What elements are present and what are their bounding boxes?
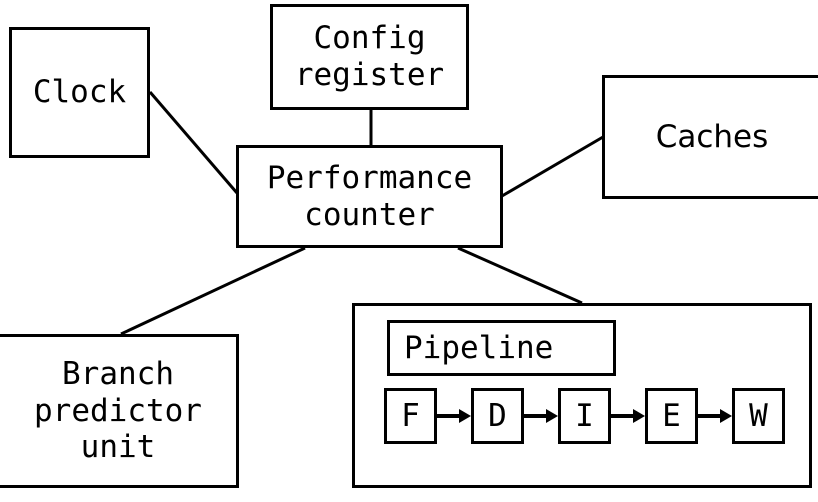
pipeline-stage-decode[interactable]: D [471, 388, 524, 444]
pipeline-stage-fetch[interactable]: F [384, 388, 437, 444]
edge-performance-counter-to-branch-predictor-unit [120, 246, 306, 336]
pipeline-stage-writeback[interactable]: W [732, 388, 785, 444]
node-config-register[interactable]: Config register [270, 4, 469, 110]
node-performance-counter[interactable]: Performance counter [236, 145, 503, 248]
edge-performance-counter-to-caches [501, 135, 604, 198]
pipeline-stage-execute[interactable]: E [645, 388, 698, 444]
edge-performance-counter-to-pipeline [457, 246, 583, 305]
pipeline-stage-issue[interactable]: I [558, 388, 611, 444]
node-pipeline-label[interactable]: Pipeline [387, 320, 616, 376]
node-caches[interactable]: Caches [602, 75, 818, 199]
edge-clock-to-performance-counter [148, 91, 239, 194]
node-branch-predictor-unit[interactable]: Branch predictor unit [0, 334, 239, 488]
node-clock[interactable]: Clock [9, 27, 150, 158]
